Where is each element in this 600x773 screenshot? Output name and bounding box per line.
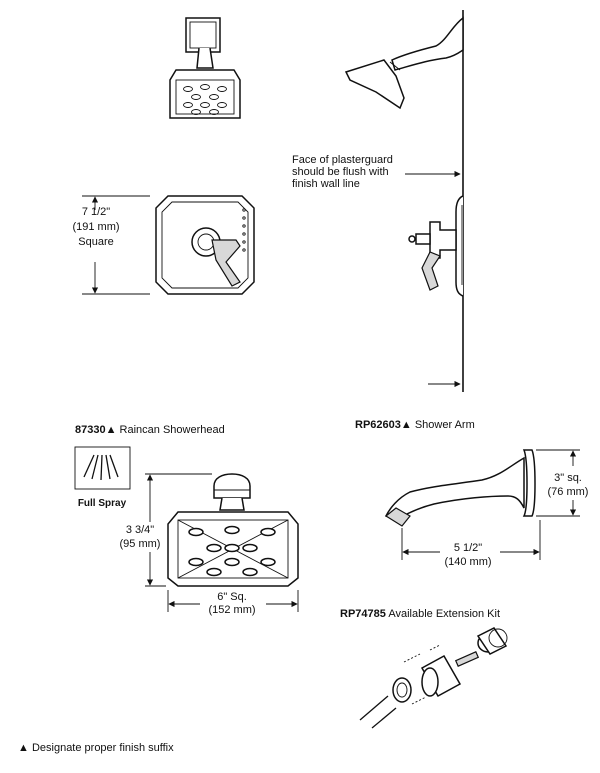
showerhead-side-view	[344, 16, 464, 110]
arm-length-mm: (140 mm)	[444, 556, 491, 568]
plasterguard-note: Face of plasterguard should be flush wit…	[292, 154, 461, 190]
finish-suffix-footnote: ▲ Designate proper finish suffix	[18, 742, 174, 754]
trim-dim-square: Square	[78, 236, 113, 248]
shower-arm	[384, 449, 536, 527]
footnote-text: Designate proper finish suffix	[29, 742, 174, 754]
triangle-mark: ▲	[106, 424, 117, 436]
showerhead-front-view	[169, 17, 241, 119]
arm-height-in: 3" sq.	[554, 472, 582, 484]
showerhead-width-mm: (152 mm)	[208, 604, 255, 616]
showerhead-model: 87330	[75, 424, 106, 436]
extension-kit-exploded-view	[359, 627, 508, 729]
extension-kit-title: RP74785 Available Extension Kit	[340, 608, 500, 620]
full-spray-icon: Full Spray	[74, 446, 131, 509]
note-line-3: finish wall line	[292, 178, 360, 190]
arm-length-dimension: 5 1/2" (140 mm)	[401, 520, 541, 568]
shower-arm-title: RP62603▲ Shower Arm	[355, 419, 475, 431]
extension-kit-model: RP74785	[340, 608, 386, 620]
showerhead-title: 87330▲ Raincan Showerhead	[75, 424, 225, 436]
valve-side-view	[408, 195, 464, 297]
arm-height-mm: (76 mm)	[548, 486, 589, 498]
note-line-2: should be flush with	[292, 166, 389, 178]
trim-dim-in: 7 1/2"	[82, 206, 110, 218]
spray-label: Full Spray	[78, 498, 127, 509]
shower-arm-name: Shower Arm	[412, 419, 475, 431]
trim-plate-front-view	[155, 195, 255, 295]
showerhead-height-dimension: 3 3/4" (95 mm)	[120, 473, 212, 587]
arm-length-in: 5 1/2"	[454, 542, 482, 554]
note-line-1: Face of plasterguard	[292, 154, 393, 166]
trim-dim-mm: (191 mm)	[72, 221, 119, 233]
showerhead-width-dimension: 6" Sq. (152 mm)	[167, 590, 299, 616]
trim-dimension: 7 1/2" (191 mm) Square	[72, 195, 150, 295]
shower-arm-model: RP62603	[355, 419, 401, 431]
triangle-mark: ▲	[401, 419, 412, 431]
showerhead-height-mm: (95 mm)	[120, 538, 161, 550]
triangle-mark: ▲	[18, 742, 29, 754]
showerhead-width-in: 6" Sq.	[217, 591, 247, 603]
showerhead-height-in: 3 3/4"	[126, 524, 154, 536]
arm-height-dimension: 3" sq. (76 mm)	[536, 449, 589, 517]
showerhead-name: Raincan Showerhead	[116, 424, 224, 436]
extension-kit-name: Available Extension Kit	[386, 608, 500, 620]
raincan-showerhead	[167, 473, 299, 587]
